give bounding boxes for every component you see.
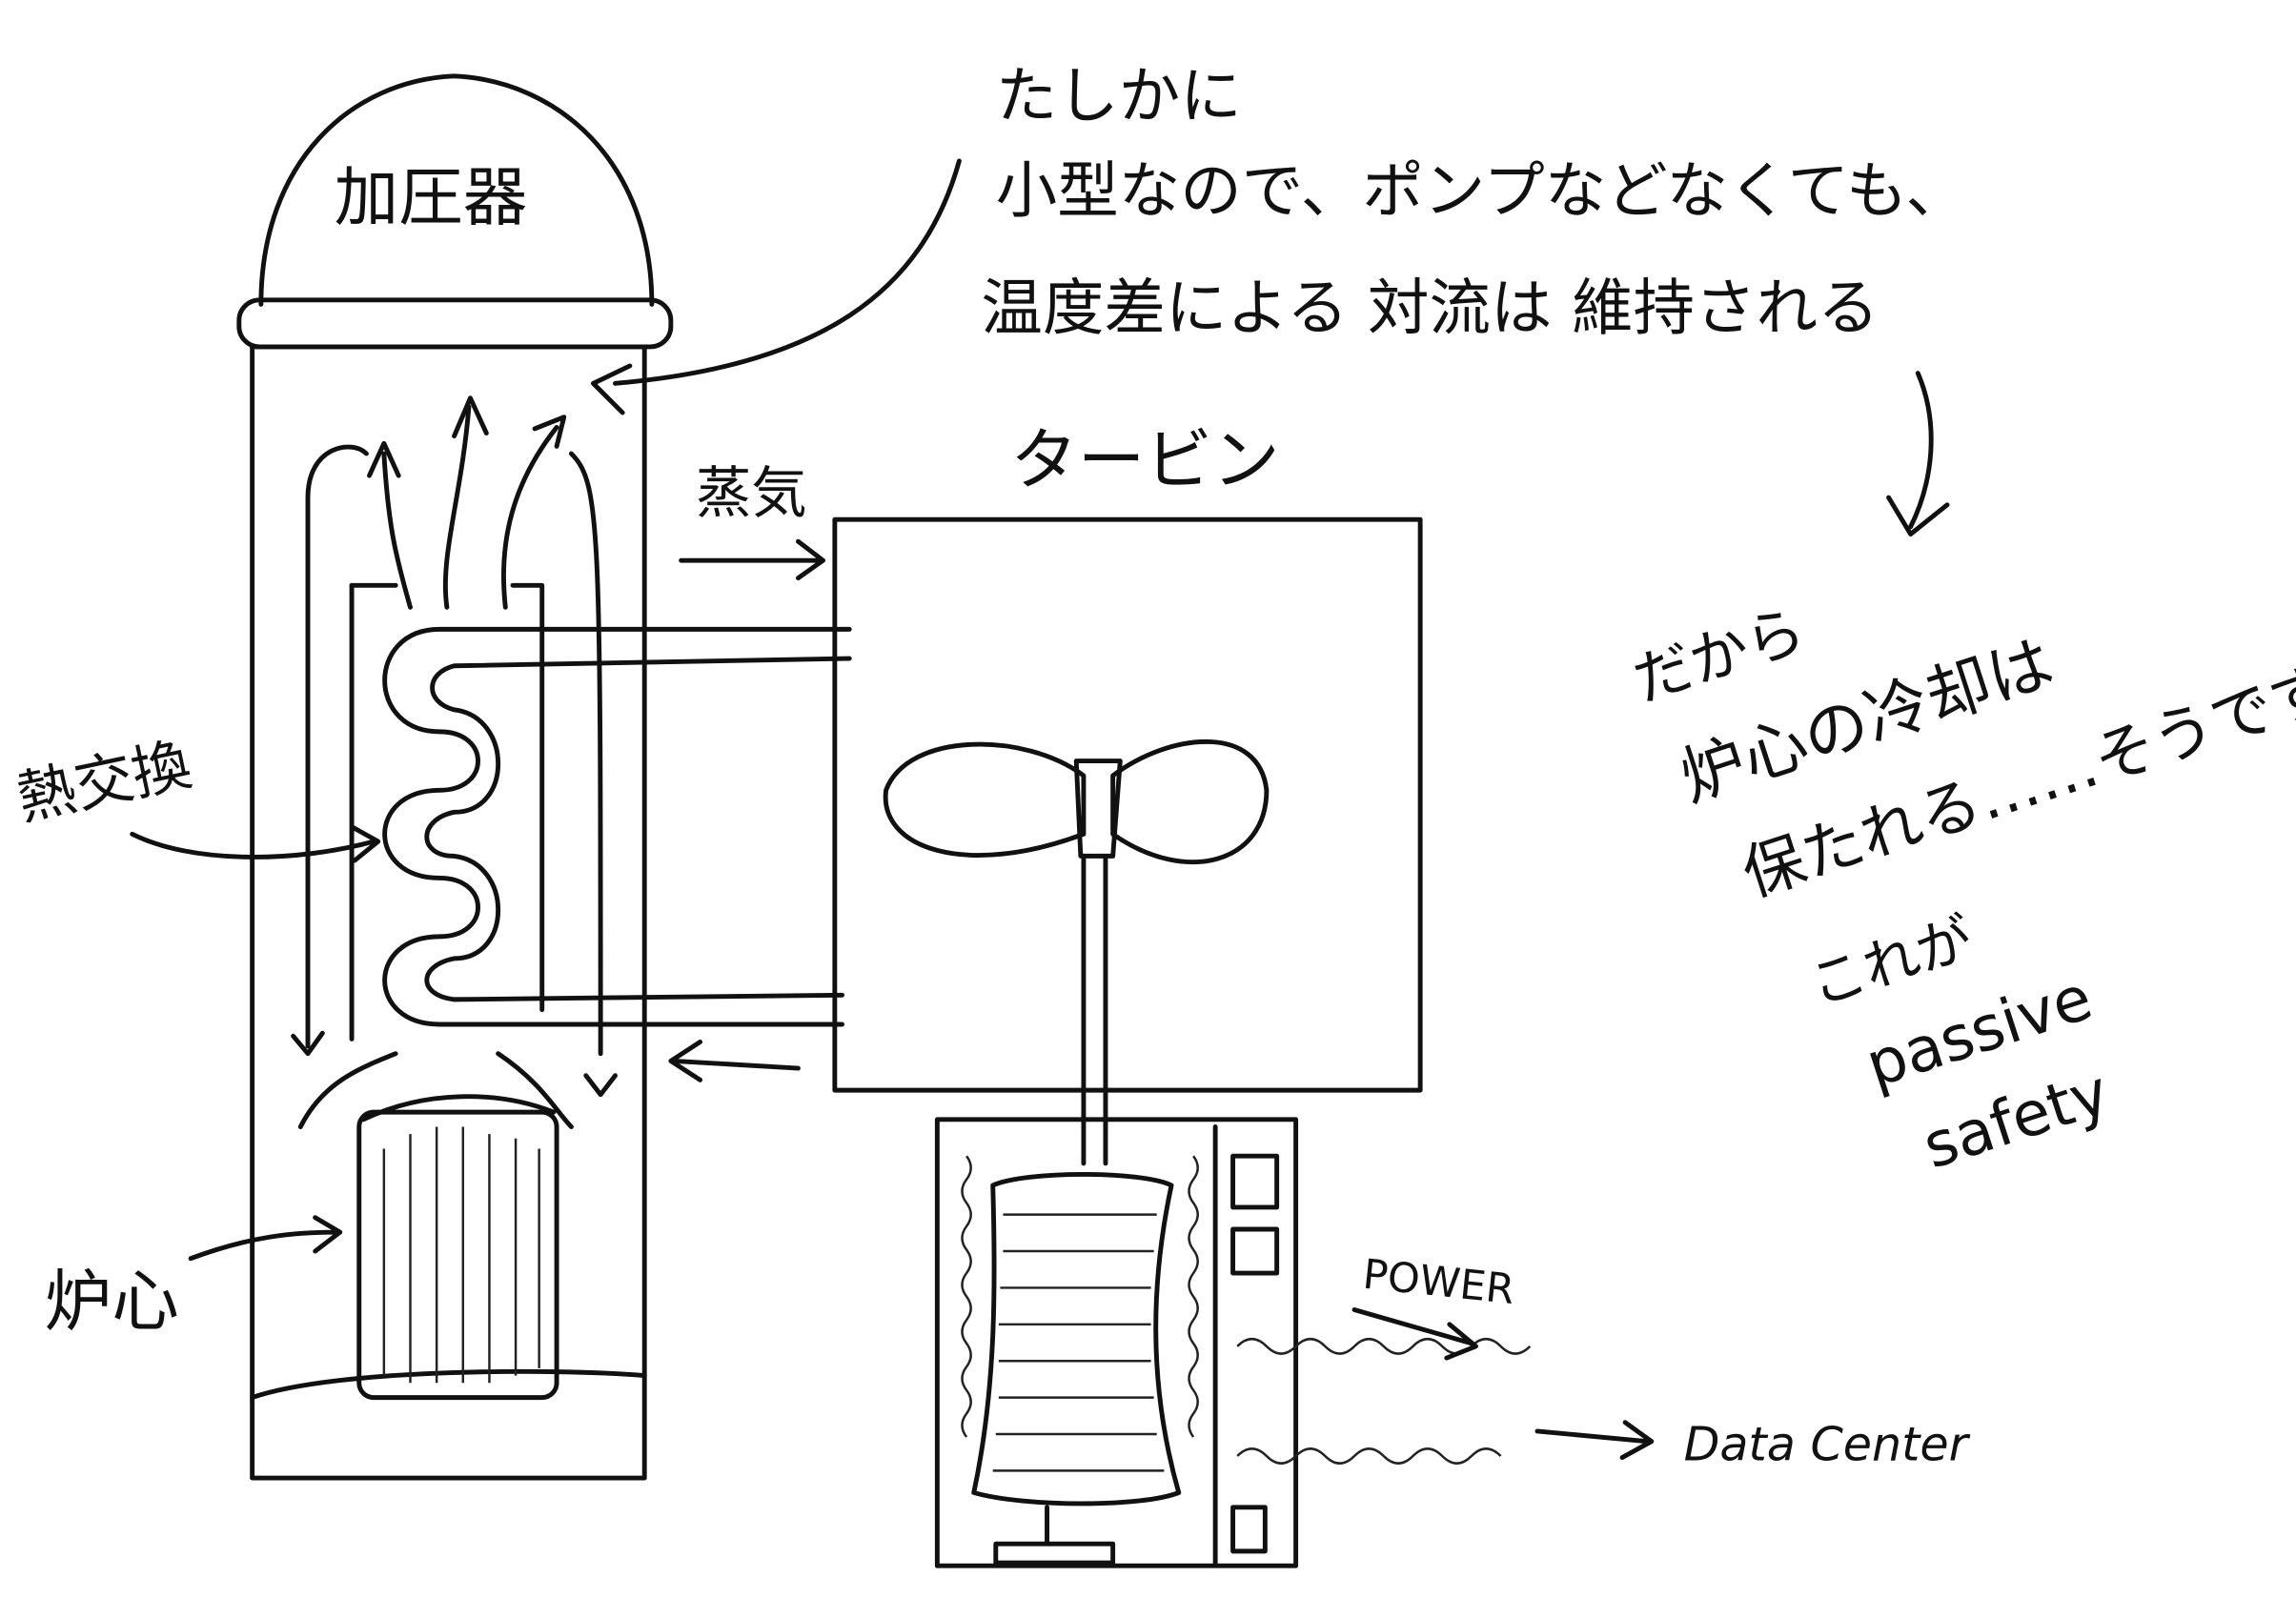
heat-exchanger-coil	[382, 626, 852, 1027]
note-line-1: たしかに	[996, 61, 1242, 132]
heat-exchanger-label: 熱交換	[11, 731, 197, 834]
power-arrow	[1351, 1307, 1478, 1361]
power-cable-2	[1236, 1447, 1502, 1465]
conclusion-line-1: だから	[1625, 597, 1813, 715]
data-center-label: Data Center	[1684, 1417, 1971, 1472]
steam-arrow	[679, 538, 826, 581]
reactor-core	[356, 1094, 559, 1401]
note-line-2: 小型なので、ポンプなどなくても、	[996, 156, 1967, 228]
data-center-arrow	[1534, 1420, 1655, 1461]
heat-exchanger-pointer	[130, 824, 381, 863]
turbine-box	[832, 516, 1423, 1093]
return-arrow	[668, 1039, 801, 1082]
reactor-vessel	[236, 73, 674, 1481]
pressurizer-label: 加圧器	[335, 159, 528, 234]
convection-arrows	[291, 395, 618, 1129]
core-pointer	[188, 1215, 343, 1262]
note-line-3: 温度差による 対流は 維持される	[981, 273, 1879, 345]
conclusion-notes: だから 炉心の冷却は 保たれる……そうです これが passive safety	[1625, 597, 2296, 1183]
turbine-rotor	[883, 738, 1270, 1166]
power-label: POWER	[1361, 1251, 1517, 1314]
core-label: 炉心	[45, 1262, 179, 1341]
turbine-label: タービン	[1010, 420, 1280, 499]
note-pointer	[591, 158, 962, 415]
conclusion-arrow	[1886, 371, 1950, 536]
power-cable-1	[1236, 1337, 1532, 1355]
generator	[934, 1117, 1299, 1568]
steam-label: 蒸気	[696, 461, 807, 526]
